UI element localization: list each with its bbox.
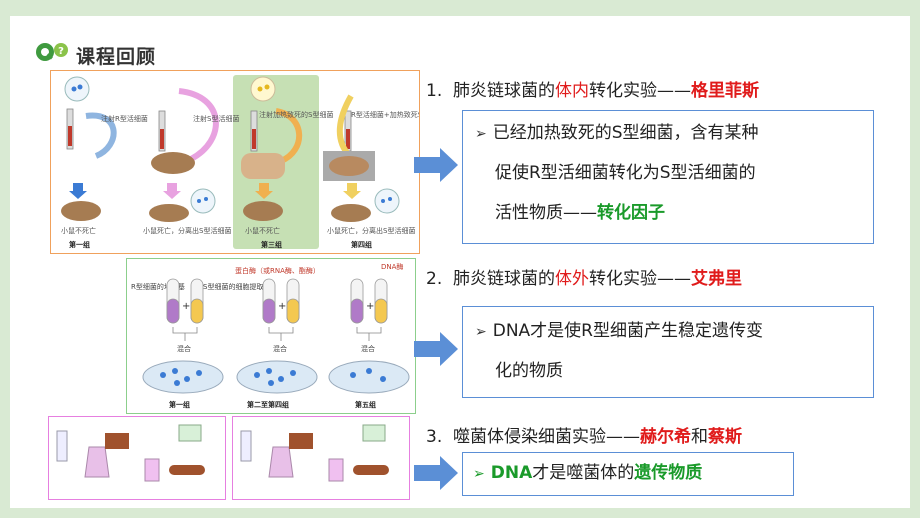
avery-group-5: 第五组 — [355, 400, 376, 409]
item-1-heading: 1. 肺炎链球菌的体内转化实验——格里菲斯 — [426, 81, 760, 101]
svg-text:+: + — [182, 301, 190, 312]
qa-logo-icon: ? — [36, 43, 68, 61]
enzyme-label: 蛋白酶（或RNA酶、酯酶） — [235, 266, 320, 275]
label-inject-mix: R型活细菌+加热致死S型细菌 — [351, 110, 419, 119]
arrow-right-icon — [414, 332, 458, 366]
mix-label-3: 混合 — [361, 344, 375, 353]
result-alive-2: 小鼠不死亡 — [245, 226, 280, 235]
label-inject-heat: 注射加热致死的S型细菌 — [259, 110, 333, 119]
phage-experiment-figure-2 — [232, 416, 410, 500]
phage-diagram-2 — [240, 424, 389, 482]
left-border — [0, 0, 10, 518]
mix-label-1: 混合 — [177, 344, 191, 353]
result-alive-1: 小鼠不死亡 — [61, 226, 96, 235]
item-2-box: ➢DNA才是使R型细菌产生稳定遗传变 化的物质 — [462, 306, 874, 398]
svg-text:+: + — [278, 301, 286, 312]
r-medium-label: R型细菌的培养基 — [131, 282, 185, 291]
item-2-heading: 2. 肺炎链球菌的体外转化实验——艾弗里 — [426, 269, 743, 289]
mix-label-2: 混合 — [273, 344, 287, 353]
dna-enzyme-label: DNA酶 — [381, 262, 403, 271]
group-3-label: 第三组 — [261, 240, 282, 249]
arrow-right-icon — [414, 148, 458, 182]
griffith-diagram: 注射R型活细菌 注射S型活细菌 注射加热致死的S型细菌 R型活细菌+加热致死S型… — [61, 75, 443, 249]
item-3-heading: 3. 噬菌体侵染细菌实验——赫尔希和蔡斯 — [426, 427, 743, 447]
result-dead-2: 小鼠死亡，分离出S型活细菌 — [327, 226, 415, 235]
avery-group-1: 第一组 — [169, 400, 190, 409]
result-dead-1: 小鼠死亡，分离出S型活细菌 — [143, 226, 231, 235]
bottom-border — [0, 508, 920, 518]
item-3-box: ➢DNA才是噬菌体的遗传物质 — [462, 452, 794, 496]
label-inject-r: 注射R型活细菌 — [101, 114, 148, 123]
phage-diagram-1 — [56, 424, 205, 482]
svg-text:?: ? — [58, 46, 64, 57]
item-1-box: ➢已经加热致死的S型细菌，含有某种 促使R型活细菌转化为S型活细菌的 活性物质—… — [462, 110, 874, 244]
label-inject-s: 注射S型活细菌 — [193, 114, 239, 123]
group-1-label: 第一组 — [69, 240, 90, 249]
group-4-label: 第四组 — [351, 240, 372, 249]
avery-diagram: 蛋白酶（或RNA酶、酯酶） DNA酶 R型细菌的培养基 S型细菌的细胞提取物 +… — [131, 262, 410, 409]
s-extract-label: S型细菌的细胞提取物 — [203, 282, 270, 291]
top-border — [0, 0, 920, 16]
avery-group-2-4: 第二至第四组 — [247, 400, 289, 409]
griffith-experiment-figure: 注射R型活细菌 注射S型活细菌 注射加热致死的S型细菌 R型活细菌+加热致死S型… — [50, 70, 443, 254]
right-border — [910, 0, 920, 518]
phage-experiment-figure-1 — [48, 416, 226, 500]
page-title: 课程回顾 — [76, 46, 157, 68]
arrow-right-icon — [414, 456, 458, 490]
svg-text:+: + — [366, 301, 374, 312]
avery-experiment-figure: 蛋白酶（或RNA酶、酯酶） DNA酶 R型细菌的培养基 S型细菌的细胞提取物 +… — [126, 258, 416, 414]
